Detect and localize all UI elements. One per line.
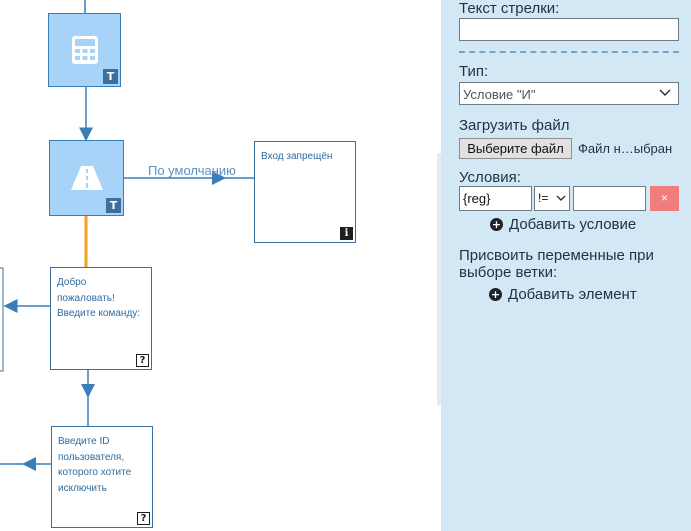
edge-userid-to-left-arrowhead	[22, 457, 36, 471]
edges-layer	[0, 0, 254, 471]
upload-file-label: Загрузить файл	[459, 117, 570, 134]
delete-condition-button[interactable]: ×	[650, 186, 679, 211]
edge-default-arrowhead	[212, 171, 226, 185]
chevron-down-icon	[556, 195, 566, 201]
note-text: Добро пожаловать! Введите команду:	[57, 277, 141, 319]
condition-variable-value: {reg}	[463, 191, 491, 206]
condition-variable-input[interactable]: {reg}	[459, 186, 532, 211]
question-icon[interactable]: ?	[136, 354, 149, 367]
conditions-label: Условия:	[459, 169, 521, 186]
plus-circle-icon: +	[489, 288, 502, 301]
assign-variables-label: Присвоить переменные при выборе ветки:	[459, 247, 654, 281]
plus-circle-icon: +	[490, 218, 503, 231]
edge-label-default[interactable]: По умолчанию	[148, 163, 236, 178]
file-status: Файл н…ыбран	[578, 141, 673, 156]
arrow-text-input[interactable]	[459, 18, 679, 41]
type-badge[interactable]: T	[103, 69, 118, 84]
canvas-scrollbar[interactable]	[437, 153, 441, 406]
flow-canvas[interactable]: T T По умолчанию Вход запрещён i Добро п…	[0, 0, 437, 531]
choose-file-button[interactable]: Выберите файл	[459, 138, 572, 159]
add-element-button[interactable]: + Добавить элемент	[489, 286, 637, 303]
note-welcome[interactable]: Добро пожаловать! Введите команду: ?	[50, 267, 152, 370]
note-access-denied[interactable]: Вход запрещён i	[254, 141, 356, 243]
road-block[interactable]: T	[49, 140, 124, 216]
section-divider	[459, 51, 679, 53]
add-condition-label: Добавить условие	[509, 216, 637, 233]
edge-welcome-to-userid-arrowhead	[81, 384, 95, 398]
add-condition-button[interactable]: + Добавить условие	[490, 216, 636, 233]
add-element-label: Добавить элемент	[508, 286, 637, 303]
note-text: Введите ID пользователя, которого хотите…	[58, 436, 132, 494]
note-text: Вход запрещён	[261, 151, 333, 162]
road-icon	[50, 141, 123, 215]
info-icon[interactable]: i	[340, 227, 353, 240]
note-enter-user-id[interactable]: Введите ID пользователя, которого хотите…	[51, 426, 153, 528]
calculator-icon	[49, 14, 120, 86]
offscreen-block-edge[interactable]	[0, 267, 4, 372]
type-select-value: Условие "И"	[463, 87, 536, 102]
type-select[interactable]: Условие "И"	[459, 82, 679, 105]
condition-operator-value: !=	[538, 191, 549, 205]
arrow-text-label: Текст стрелки:	[459, 0, 560, 17]
question-icon[interactable]: ?	[137, 512, 150, 525]
properties-panel: Текст стрелки: Тип: Условие "И" Загрузит…	[441, 0, 691, 531]
chevron-down-icon	[659, 89, 671, 97]
condition-value-input[interactable]	[573, 186, 646, 211]
calculator-block[interactable]: T	[48, 13, 121, 87]
type-label: Тип:	[459, 63, 489, 80]
type-badge[interactable]: T	[106, 198, 121, 213]
condition-operator-select[interactable]: !=	[534, 186, 570, 211]
